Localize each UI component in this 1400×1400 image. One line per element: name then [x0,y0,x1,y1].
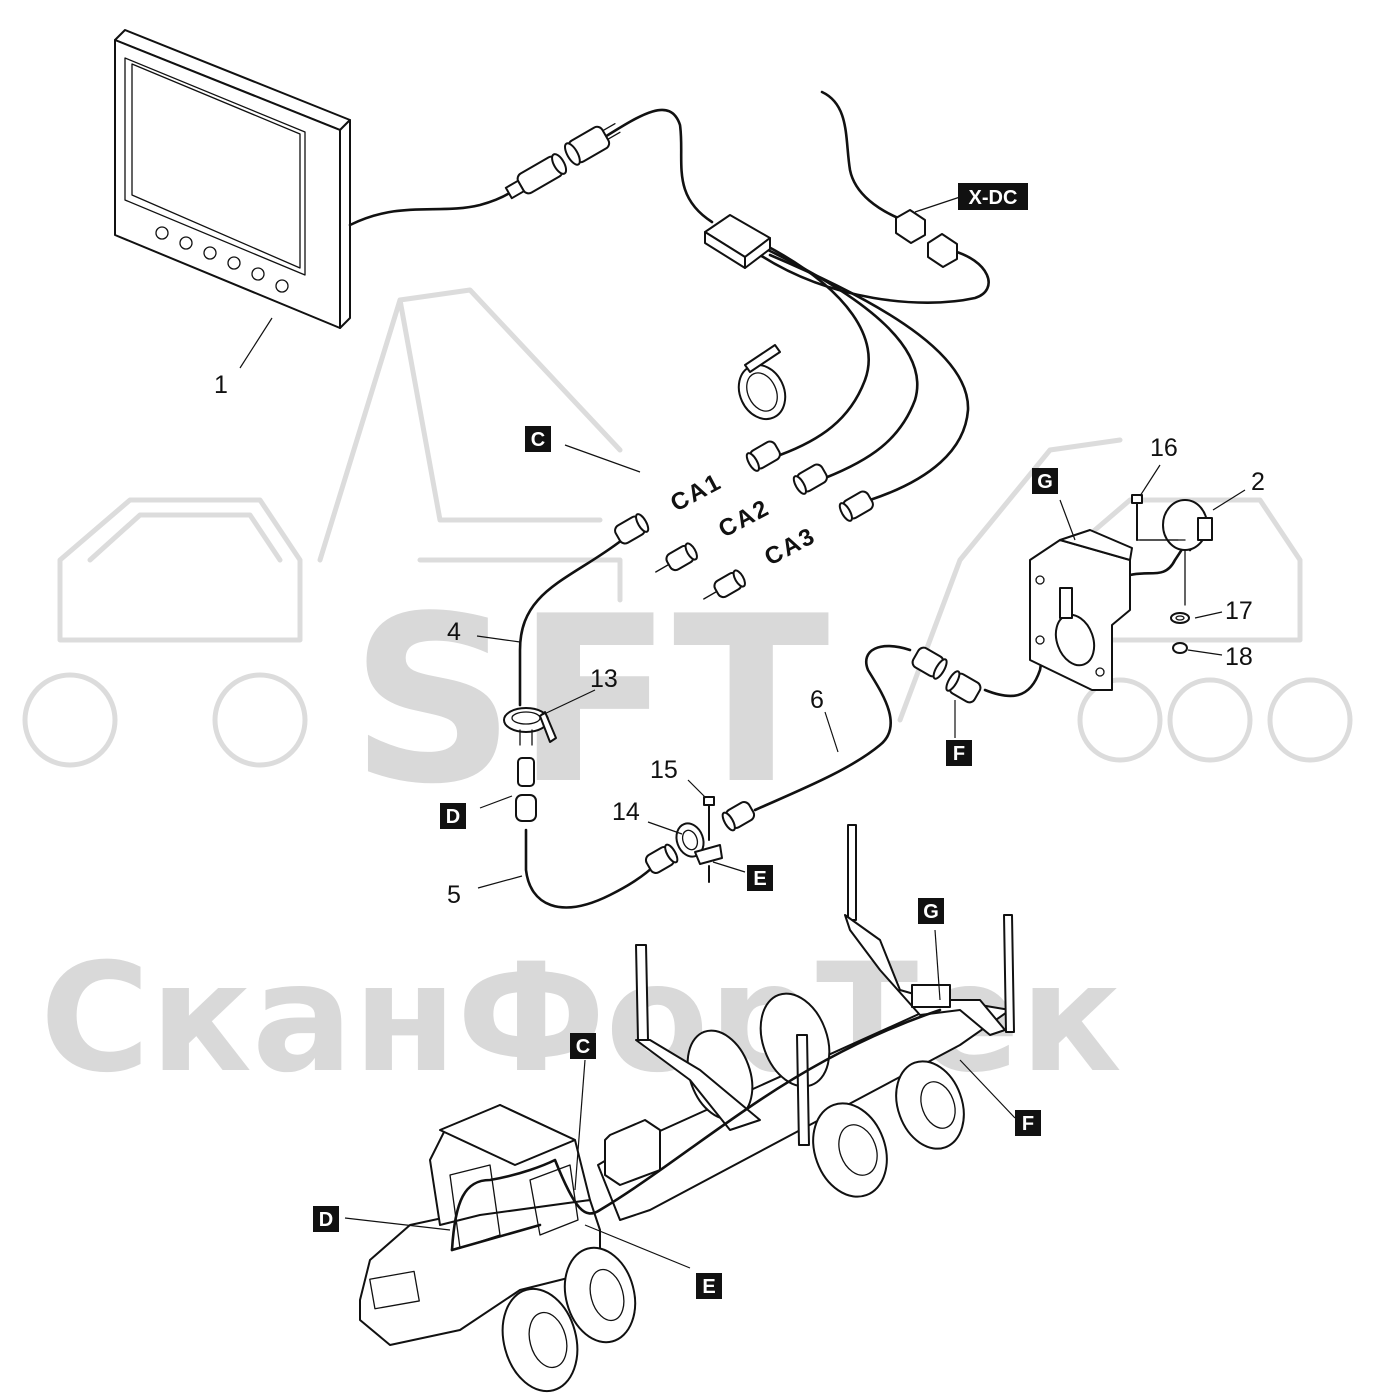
svg-text:G: G [1037,471,1053,493]
svg-text:E: E [753,868,766,890]
callout-5: 5 [447,881,461,909]
monitor-display [114,29,351,329]
tag-d-upper: D [440,803,466,829]
washer-17 [1170,612,1190,624]
callout-1: 1 [214,371,228,399]
callout-15: 15 [650,756,678,784]
tag-e-lower: E [696,1273,722,1299]
tag-xdc: X-DC [958,183,1028,210]
junction-box [704,214,771,269]
label-ca3: CA3 [760,522,820,571]
camera-2 [1139,499,1213,551]
leader-lines [239,317,1246,1269]
watermark: SFT СканФорТек [22,287,1353,1106]
label-ca1: CA1 [666,468,726,517]
tag-g-upper: G [1032,468,1058,494]
svg-text:C: C [576,1036,590,1058]
d-connectors [515,757,537,822]
callout-numbers: 1 2 4 5 6 13 14 15 16 17 18 [214,371,1265,909]
cable5-end-connector [644,801,756,874]
label-ca2: CA2 [714,494,774,543]
ca-connectors [614,440,874,600]
svg-text:G: G [923,901,939,923]
tag-f-lower: F [1015,1110,1041,1136]
svg-text:D: D [446,806,460,828]
svg-text:F: F [1022,1113,1034,1135]
callout-14: 14 [612,798,640,826]
letter-tags: X-DC C G F D E G C [313,183,1058,1299]
callout-17: 17 [1225,597,1253,625]
callout-16: 16 [1150,434,1178,462]
bolt-16 [1131,494,1186,606]
svg-text:X-DC: X-DC [969,187,1018,209]
callout-18: 18 [1225,643,1253,671]
watermark-logo: SFT [350,568,830,835]
callout-13: 13 [590,665,618,693]
cable-tie [737,344,787,421]
watermark-machine-left [22,287,623,768]
nut-18 [1172,642,1188,654]
cab-unit [359,1104,637,1393]
monitor-connector-pair [504,123,621,200]
callout-4: 4 [447,618,461,646]
svg-text:E: E [702,1276,715,1298]
camera-housing [1029,529,1133,691]
svg-text:F: F [953,743,965,765]
xdc-connectors [895,196,961,268]
callout-2: 2 [1251,468,1265,496]
clamp-14 [675,822,723,865]
load-bunks [635,824,1015,1146]
tag-c-lower: C [570,1033,596,1059]
tag-e-upper: E [747,865,773,891]
tag-c-upper: C [525,426,551,452]
svg-text:C: C [531,429,545,451]
tag-f-upper: F [946,740,972,766]
f-connectors [911,646,982,704]
callout-6: 6 [810,686,824,714]
bolt-15 [703,796,715,883]
tag-d-lower: D [313,1206,339,1232]
forwarder-machine [359,824,1015,1393]
svg-text:D: D [319,1209,333,1231]
tag-g-lower: G [918,898,944,924]
grommet-13 [503,707,557,746]
cable-harness [348,90,1192,909]
